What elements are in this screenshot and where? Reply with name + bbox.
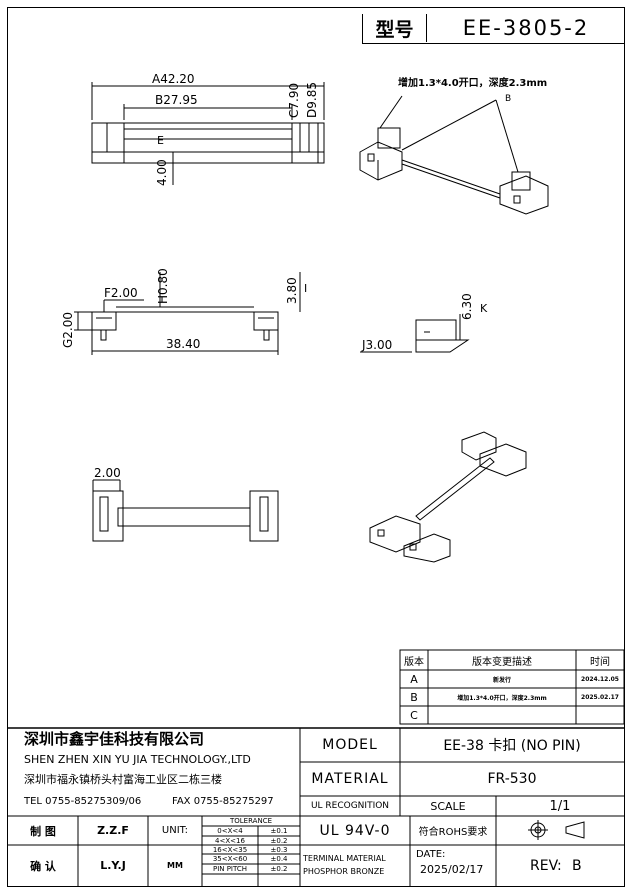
material-value: FR-530 xyxy=(487,771,537,787)
view-top xyxy=(91,82,325,185)
dim-j: J3.00 xyxy=(362,338,393,352)
tol-range-1: 0<X<4 xyxy=(217,827,243,835)
dim-k: 6.30 xyxy=(460,293,474,320)
type-label: 型号 xyxy=(363,14,427,42)
dim-f: F2.00 xyxy=(104,286,138,300)
tol-range-2: 4<X<16 xyxy=(215,836,245,845)
rev-header-version: 版本 xyxy=(404,656,424,668)
tol-value-2: ±0.2 xyxy=(270,836,288,845)
view-iso-bottom xyxy=(369,431,527,563)
view-iso-top xyxy=(359,95,549,215)
rev-row-b-desc: 增加1.3*4.0开口，深度2.3mm xyxy=(457,694,547,702)
rev-value: B xyxy=(572,858,582,874)
tol-range-4: 35<X<60 xyxy=(212,855,248,863)
title-block-grid xyxy=(8,649,625,886)
scale-value: 1/1 xyxy=(549,798,571,814)
material-label: MATERIAL xyxy=(311,771,389,787)
rev-header-date: 时间 xyxy=(590,656,610,668)
rev-row-a-date: 2024.12.05 xyxy=(581,675,619,683)
ul-label: UL RECOGNITION xyxy=(310,801,390,811)
view-front xyxy=(74,272,301,355)
dim-total: 38.40 xyxy=(166,337,201,351)
tol-value-4: ±0.4 xyxy=(270,855,288,863)
company-name-en: SHEN ZHEN XIN YU JIA TECHNOLOGY.,LTD xyxy=(24,753,251,766)
rev-row-a: A xyxy=(410,672,418,686)
company-fax: FAX 0755-85275297 xyxy=(172,796,274,807)
date-value: 2025/02/17 xyxy=(420,863,484,876)
dim-e-label: E xyxy=(157,134,164,147)
rev-row-a-desc: 新发行 xyxy=(492,676,511,684)
draw-name: Z.Z.F xyxy=(97,824,129,837)
dim-b: B27.95 xyxy=(155,93,198,107)
part-number-header: 型号 EE-3805-2 xyxy=(362,14,624,44)
dim-bottom-width: 2.00 xyxy=(94,466,121,480)
unit-value: MM xyxy=(167,861,183,870)
tol-value-1: ±0.1 xyxy=(270,827,288,835)
company-tel: TEL 0755-85275309/06 xyxy=(24,796,142,807)
phosphor-bronze: PHOSPHOR BRONZE xyxy=(303,867,385,876)
view-bottom xyxy=(92,479,279,542)
scale-label: SCALE xyxy=(430,799,466,813)
dim-k-label: K xyxy=(480,302,488,315)
draw-label: 制 图 xyxy=(30,824,56,838)
model-label: MODEL xyxy=(322,737,378,753)
date-label: DATE: xyxy=(416,849,446,860)
ul-value: UL 94V-0 xyxy=(319,822,391,839)
rev-header-desc: 版本变更描述 xyxy=(472,656,532,668)
callout-text: 增加1.3*4.0开口，深度2.3mm xyxy=(398,78,548,89)
tol-range-3: 16<X<35 xyxy=(212,845,248,854)
rev-row-b: B xyxy=(410,690,418,704)
rev-row-c: C xyxy=(410,708,418,722)
rev-row-b-date: 2025.02.17 xyxy=(581,693,619,701)
company-name-cn: 深圳市鑫宇佳科技有限公司 xyxy=(24,730,205,748)
dim-i-label: I xyxy=(304,282,308,295)
projection-symbol xyxy=(528,820,585,840)
company-address: 深圳市福永镇桥头村富海工业区二栋三楼 xyxy=(24,773,222,786)
confirm-label: 确 认 xyxy=(30,859,56,873)
tol-value-3: ±0.3 xyxy=(270,845,288,854)
dim-d: D9.85 xyxy=(305,82,319,118)
terminal-material: TERMINAL MATERIAL xyxy=(303,854,386,863)
dim-i: 3.80 xyxy=(285,277,299,304)
part-number: EE-3805-2 xyxy=(462,16,590,40)
tol-value-5: ±0.2 xyxy=(270,865,288,873)
rev-label: REV: xyxy=(530,858,562,874)
drawing-border xyxy=(7,7,625,887)
tolerance-title: TOLERANCE xyxy=(229,817,273,825)
dim-a: A42.20 xyxy=(152,72,195,86)
view-side xyxy=(360,314,470,353)
dim-c: C7.90 xyxy=(287,82,301,118)
dim-e: 4.00 xyxy=(155,159,169,186)
confirm-name: L.Y.J xyxy=(100,859,126,872)
rohs: 符合ROHS要求 xyxy=(418,827,488,838)
unit-label: UNIT: xyxy=(161,825,189,836)
dim-g: G2.00 xyxy=(61,311,75,348)
dim-h: H0.80 xyxy=(156,268,170,304)
model-value: EE-38 卡扣 (NO PIN) xyxy=(443,738,581,754)
tol-range-5: PIN PITCH xyxy=(212,865,248,873)
callout-tag: B xyxy=(505,94,512,104)
